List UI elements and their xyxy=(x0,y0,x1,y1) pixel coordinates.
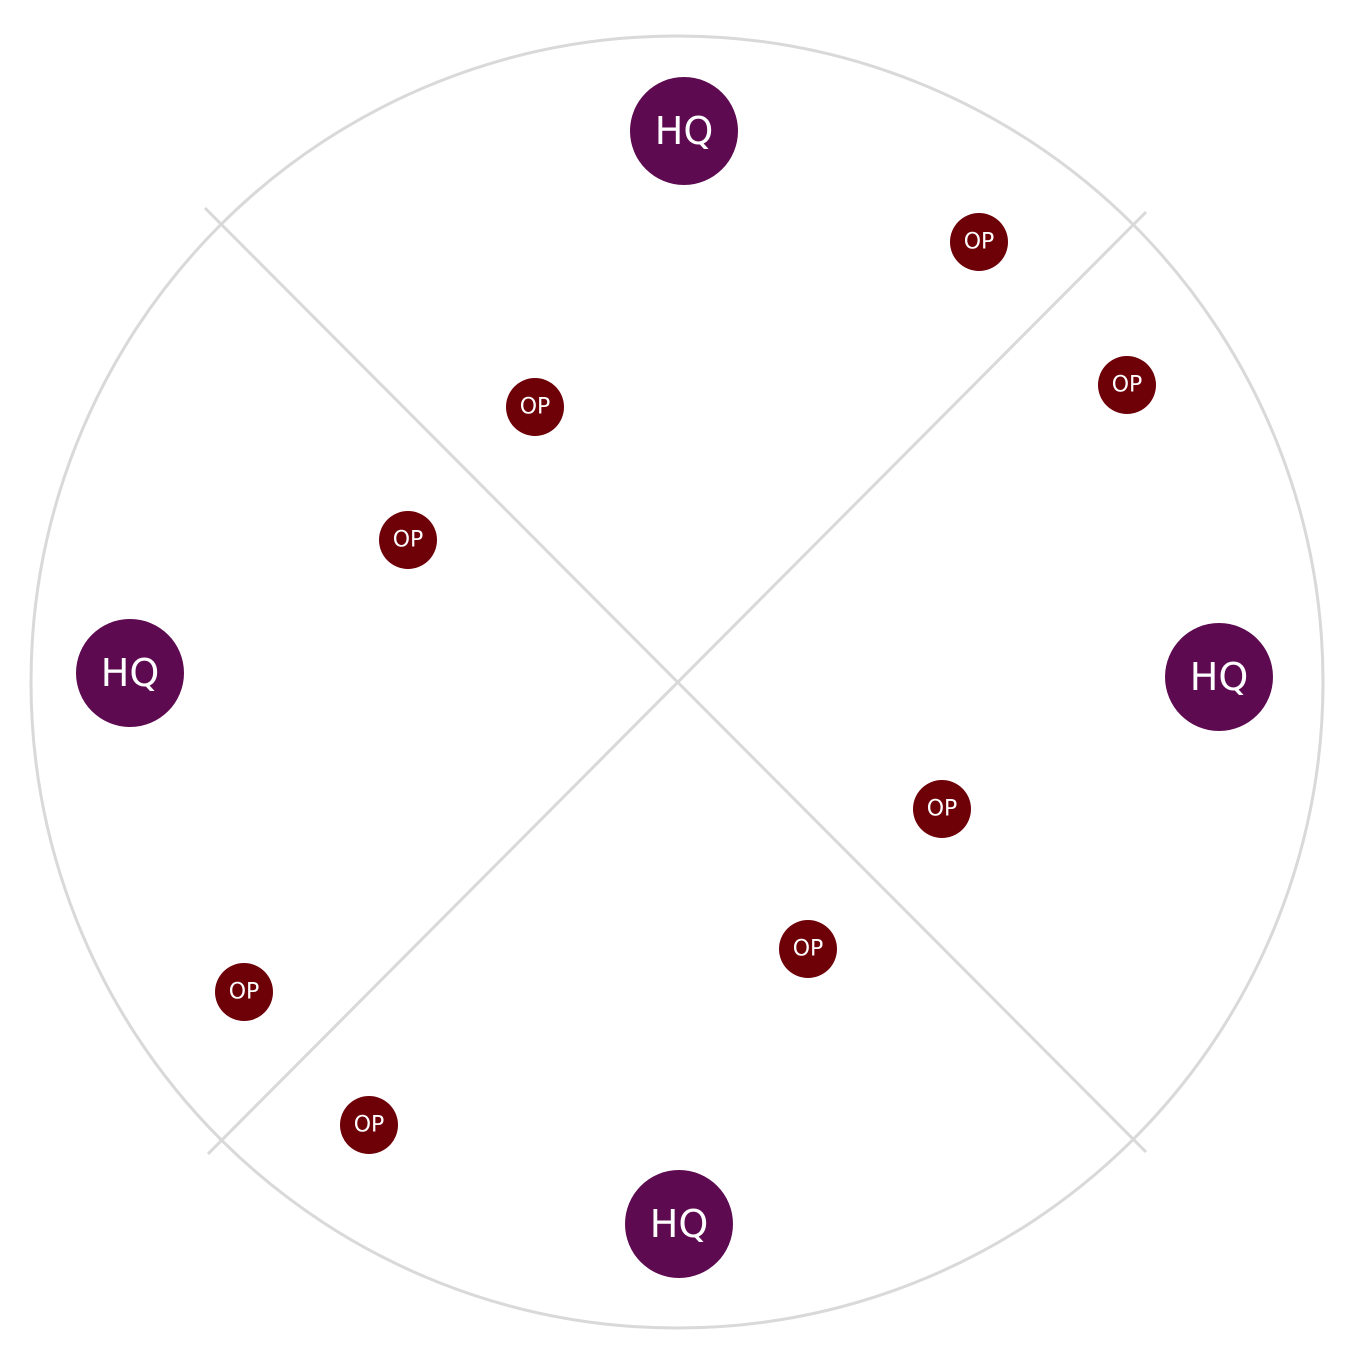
op-token-5-circle xyxy=(913,780,971,838)
op-token-8[interactable]: OP xyxy=(340,1096,398,1154)
hq-token-south-circle xyxy=(625,1170,733,1278)
op-token-5[interactable]: OP xyxy=(913,780,971,838)
op-token-4-circle xyxy=(379,511,437,569)
board-boundary-circle xyxy=(29,34,1325,1330)
op-token-7[interactable]: OP xyxy=(215,963,273,1021)
op-token-6-circle xyxy=(779,920,837,978)
hq-token-east-circle xyxy=(1165,623,1273,731)
op-token-2-circle xyxy=(1098,356,1156,414)
op-token-3-circle xyxy=(506,378,564,436)
op-token-6[interactable]: OP xyxy=(779,920,837,978)
sector-divider-ne-sw xyxy=(206,210,1148,1156)
op-token-1[interactable]: OP xyxy=(950,213,1008,271)
op-token-4[interactable]: OP xyxy=(379,511,437,569)
op-token-2[interactable]: OP xyxy=(1098,356,1156,414)
hq-token-north-circle xyxy=(630,77,738,185)
hq-token-south[interactable]: HQ xyxy=(625,1170,733,1278)
op-token-3[interactable]: OP xyxy=(506,378,564,436)
op-token-1-circle xyxy=(950,213,1008,271)
op-token-7-circle xyxy=(215,963,273,1021)
sector-divider-nw-se xyxy=(203,206,1148,1154)
hq-token-east[interactable]: HQ xyxy=(1165,623,1273,731)
op-token-8-circle xyxy=(340,1096,398,1154)
hq-token-west-circle xyxy=(76,619,184,727)
hq-token-west[interactable]: HQ xyxy=(76,619,184,727)
hq-token-north[interactable]: HQ xyxy=(630,77,738,185)
